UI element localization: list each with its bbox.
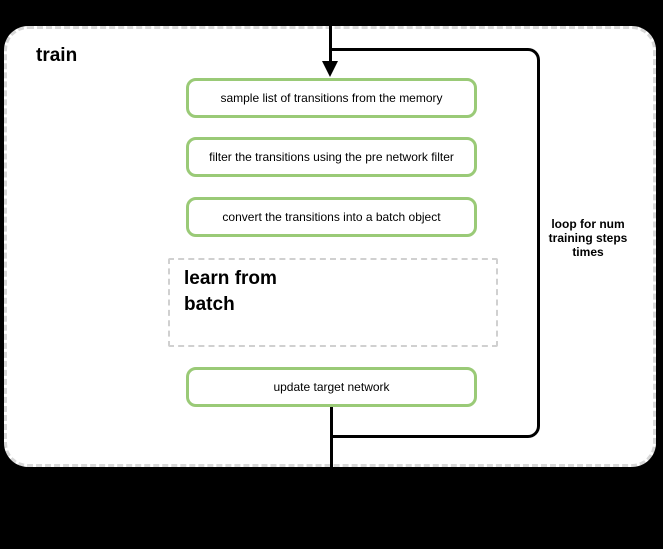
step-box-sample-transitions: sample list of transitions from the memo… bbox=[186, 78, 477, 118]
loop-label: loop for num training steps times bbox=[548, 217, 628, 259]
learn-from-batch-box: learn from batch bbox=[168, 258, 498, 347]
step-label: sample list of transitions from the memo… bbox=[220, 91, 443, 105]
outgoing-flow-line bbox=[330, 406, 333, 470]
group-title: train bbox=[36, 45, 78, 66]
step-label: convert the transitions into a batch obj… bbox=[222, 210, 441, 224]
step-label: filter the transitions using the pre net… bbox=[209, 150, 454, 164]
step-box-filter-transitions: filter the transitions using the pre net… bbox=[186, 137, 477, 177]
step-label: update target network bbox=[273, 380, 390, 394]
arrow-down-icon bbox=[322, 61, 338, 77]
step-box-convert-to-batch: convert the transitions into a batch obj… bbox=[186, 197, 477, 237]
loop-boundary bbox=[330, 48, 540, 438]
learn-from-batch-label: learn from batch bbox=[184, 268, 277, 315]
step-box-update-target-network: update target network bbox=[186, 367, 477, 407]
incoming-flow-line bbox=[329, 0, 332, 63]
